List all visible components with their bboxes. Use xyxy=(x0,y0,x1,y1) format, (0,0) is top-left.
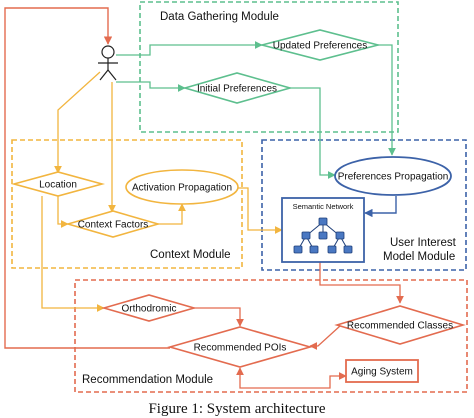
context-module-box xyxy=(11,139,243,269)
recommended-classes-label: Recommended Classes xyxy=(347,321,453,332)
pois-to-aging-arrow xyxy=(236,367,347,389)
orthodromic-label: Orthodromic xyxy=(121,304,176,315)
data-gathering-module-title: Data Gathering Module xyxy=(160,11,279,23)
classes-to-pois-arrow xyxy=(309,325,341,350)
recommended-pois-node xyxy=(167,326,313,368)
user-interest-module-title-line2: Model Module xyxy=(383,251,455,263)
user-to-updated-arrow xyxy=(116,41,263,56)
orthodromic-node xyxy=(101,294,197,322)
context-module-title: Context Module xyxy=(150,249,231,261)
feedback-loop-arrow xyxy=(4,7,170,349)
location-node xyxy=(10,171,106,197)
activation-propagation-label: Activation Propagation xyxy=(132,183,232,194)
context-factors-to-activation-arrow xyxy=(158,203,186,225)
user-to-initial-arrow xyxy=(116,81,186,92)
location-to-orthodromic-arrow xyxy=(41,196,105,312)
activation-propagation-node xyxy=(125,169,239,205)
semantic-to-classes-arrow xyxy=(319,262,404,304)
tree-icon xyxy=(293,217,353,254)
context-factors-label: Context Factors xyxy=(78,220,149,231)
user-to-location-arrow xyxy=(54,71,101,174)
figure-caption: Figure 1: System architecture xyxy=(148,401,325,417)
preferences-propagation-label: Preferences Propagation xyxy=(338,172,449,183)
user-interest-module-box xyxy=(261,139,467,271)
updated-to-propagation-arrow xyxy=(378,44,396,156)
propagation-to-semantic-arrow xyxy=(364,196,397,218)
user-interest-module-title-line1: User Interest xyxy=(390,237,457,249)
activation-to-semantic-arrow xyxy=(238,187,283,234)
location-to-context-factors-arrow xyxy=(57,196,69,228)
aging-system-node xyxy=(345,359,419,383)
recommendation-module-title: Recommendation Module xyxy=(82,374,213,386)
user-icon xyxy=(98,45,118,81)
updated-preferences-node xyxy=(258,29,382,61)
recommendation-module-box xyxy=(74,279,468,393)
context-factors-node xyxy=(65,210,161,238)
initial-preferences-label: Initial Preferences xyxy=(197,84,277,95)
initial-preferences-node xyxy=(182,72,293,104)
updated-preferences-label: Updated Preferences xyxy=(273,41,368,52)
aging-system-label: Aging System xyxy=(351,367,413,378)
location-label: Location xyxy=(39,180,77,191)
data-gathering-module-box xyxy=(139,1,399,133)
recommended-classes-node xyxy=(334,305,466,345)
orthodromic-to-pois-arrow xyxy=(194,307,244,327)
preferences-propagation-node xyxy=(334,156,452,196)
initial-to-propagation-arrow xyxy=(290,87,336,179)
recommended-pois-label: Recommended POIs xyxy=(194,343,287,354)
semantic-network-label: Semantic Network xyxy=(293,202,354,211)
